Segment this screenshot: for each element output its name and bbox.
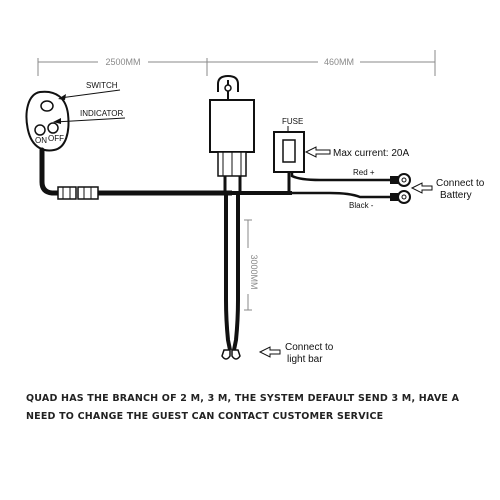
battery-wires: Red + Black - bbox=[290, 168, 411, 210]
connect-battery-label-1: Connect to bbox=[436, 178, 485, 189]
indicator-pointer: INDICATOR bbox=[53, 109, 126, 124]
dimension-460mm: 460MM bbox=[207, 50, 436, 76]
dimension-label-right: 460MM bbox=[324, 57, 354, 67]
plug-connector bbox=[57, 186, 99, 200]
switch-label: SWITCH bbox=[86, 81, 118, 90]
switch-off-label: OFF bbox=[48, 134, 64, 143]
fuse-holder: FUSE bbox=[273, 117, 305, 193]
light-bar-callout: Connect to light bar bbox=[258, 342, 334, 365]
switch-on-button bbox=[34, 124, 46, 136]
connect-lightbar-label-2: light bar bbox=[287, 354, 323, 365]
fuse-label: FUSE bbox=[282, 117, 303, 126]
relay bbox=[209, 74, 255, 193]
connect-lightbar-label-1: Connect to bbox=[285, 342, 334, 353]
max-current-label: Max current: 20A bbox=[333, 148, 409, 159]
switch-wire bbox=[39, 147, 63, 196]
dimension-3000mm: 3000MM bbox=[243, 219, 259, 311]
switch-off-button bbox=[47, 122, 59, 134]
switch-pointer: SWITCH bbox=[58, 81, 121, 100]
light-bar-wire bbox=[221, 193, 241, 360]
indicator-label: INDICATOR bbox=[80, 109, 123, 118]
indicator-light bbox=[40, 100, 54, 112]
red-wire-label: Red + bbox=[353, 168, 375, 177]
connect-battery-label-2: Battery bbox=[440, 190, 472, 201]
black-wire-label: Black - bbox=[349, 201, 374, 210]
rocker-switch: ON OFF bbox=[25, 90, 70, 152]
switch-on-label: ON bbox=[35, 136, 47, 145]
branch-length-note: QUAD HAS THE BRANCH OF 2 M, 3 M, THE SYS… bbox=[26, 393, 460, 422]
battery-callout: Connect to Battery bbox=[410, 178, 485, 201]
dimension-2500mm: 2500MM bbox=[37, 56, 208, 76]
max-current-callout: Max current: 20A bbox=[304, 146, 409, 159]
dimension-label-left: 2500MM bbox=[105, 57, 140, 67]
dimension-label-vertical: 3000MM bbox=[249, 254, 259, 289]
